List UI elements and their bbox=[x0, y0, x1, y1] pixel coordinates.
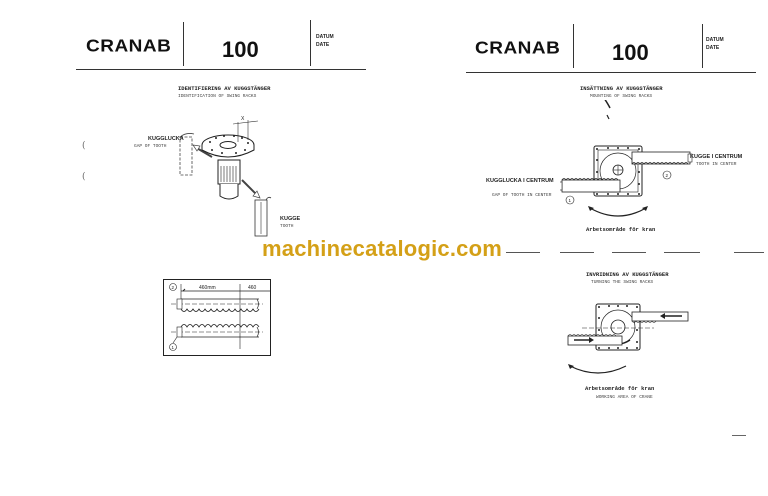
brand-logo-right: CRANAB bbox=[475, 39, 561, 58]
marker-2: 2 bbox=[666, 173, 669, 178]
header-rule bbox=[466, 72, 756, 73]
separator-dash bbox=[612, 252, 646, 253]
separator-dash bbox=[560, 252, 594, 253]
dim-side-label: 460 bbox=[248, 285, 257, 291]
working-area-label-en: WORKING AREA OF CRANE bbox=[596, 395, 653, 400]
separator-dash bbox=[506, 252, 540, 253]
dim-main-label: 460mm bbox=[199, 285, 216, 291]
turning-diagram bbox=[567, 303, 689, 374]
rack-identification-diagram: 460mm 460 2 1 bbox=[163, 279, 271, 356]
gap-of-tooth-label-en: GAP OF TOOTH bbox=[134, 144, 167, 149]
working-area-label-sv: Arbetsområde för kran bbox=[585, 385, 655, 392]
marker-2: 2 bbox=[172, 285, 175, 290]
watermark: machinecatalogic.com bbox=[262, 236, 502, 261]
section-title-en: IDENTIFICATION OF SWING RACKS bbox=[178, 94, 257, 99]
footer-mark bbox=[732, 435, 746, 436]
gap-of-tooth-label-sv: KUGGLUCKA bbox=[148, 136, 184, 142]
tooth-label-en: TOOTH bbox=[280, 224, 294, 229]
header-divider bbox=[573, 24, 574, 68]
section-title-sv: INVRIDNING AV KUGGSTÄNGER bbox=[586, 271, 669, 278]
tooth-center-label-en: TOOTH IN CENTER bbox=[696, 162, 737, 167]
date-label-en-right: DATE bbox=[706, 45, 720, 51]
header-divider bbox=[183, 22, 184, 66]
brand-logo-left: CRANAB bbox=[86, 37, 172, 56]
working-area-label-sv: Arbetsområde för kran bbox=[586, 226, 656, 233]
date-label-en-left: DATE bbox=[316, 42, 330, 48]
date-label-sv-left: DATUM bbox=[316, 34, 334, 40]
gap-center-label-sv: KUGGLUCKA I CENTRUM bbox=[486, 178, 554, 184]
separator-dash bbox=[734, 252, 764, 253]
header-divider bbox=[702, 24, 703, 68]
date-label-sv-right: DATUM bbox=[706, 37, 724, 43]
marker-1: 1 bbox=[172, 345, 175, 350]
header-divider bbox=[310, 20, 311, 66]
model-number-right: 100 bbox=[612, 40, 649, 65]
dimension-x-label: X bbox=[241, 116, 245, 122]
margin-mark: ( bbox=[82, 141, 86, 151]
gap-center-label-en: GAP OF TOOTH IN CENTER bbox=[492, 193, 552, 198]
mounting-diagram: 2 1 bbox=[560, 100, 693, 217]
section-title-sv: IDENTIFIERING AV KUGGSTÄNGER bbox=[178, 85, 271, 92]
margin-mark: ( bbox=[82, 172, 86, 182]
marker-1: 1 bbox=[569, 198, 572, 203]
header-rule bbox=[76, 69, 366, 70]
model-number-left: 100 bbox=[222, 37, 259, 62]
section-title-en: MOUNTING OF SWING RACKS bbox=[590, 94, 653, 99]
section-title-sv: INSÄTTNING AV KUGGSTÄNGER bbox=[580, 85, 663, 92]
separator-dash bbox=[664, 252, 700, 253]
section-title-en: TURNING THE SWING RACKS bbox=[591, 280, 654, 285]
tooth-center-label-sv: KUGGE I CENTRUM bbox=[690, 154, 743, 160]
pinion-illustration: X bbox=[179, 116, 272, 237]
tooth-label-sv: KUGGE bbox=[280, 216, 301, 222]
